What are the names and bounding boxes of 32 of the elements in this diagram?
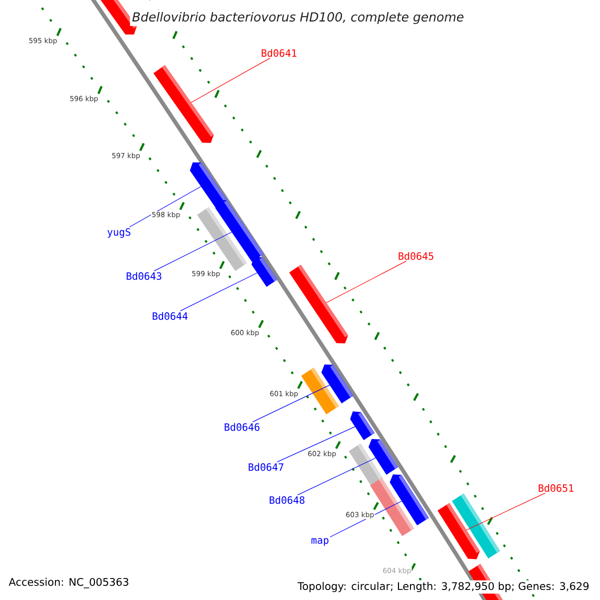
leader-line bbox=[180, 272, 258, 312]
gene-label: Bd0648 bbox=[270, 496, 304, 504]
gene-feature bbox=[251, 256, 278, 287]
leader-line bbox=[190, 58, 270, 103]
footer-text: Accession: NC_005363 bbox=[7, 576, 131, 590]
gene-feature bbox=[190, 162, 227, 208]
gene-feature bbox=[215, 200, 264, 262]
gene-label: yugS bbox=[107, 228, 130, 238]
footer-text: Topology: circular; Length: 3,782,950 bp; Genes: 3,629 bbox=[296, 580, 591, 594]
gene-feature bbox=[153, 65, 214, 143]
title: Bdellovibrio bacteriovorus HD100, complete genome bbox=[130, 10, 466, 26]
gene-label: Bd0651 bbox=[538, 484, 574, 492]
leader-line bbox=[466, 492, 546, 530]
gene-feature bbox=[438, 503, 480, 560]
leader-line bbox=[276, 426, 356, 462]
gene-label: Bd0646 bbox=[224, 423, 260, 431]
gene-label: Bd0645 bbox=[398, 252, 434, 260]
gene-label: Bd0641 bbox=[262, 49, 296, 57]
gene-feature bbox=[321, 364, 354, 404]
gene-label: map bbox=[312, 538, 328, 546]
leader-line bbox=[154, 232, 232, 272]
gene-feature bbox=[350, 411, 375, 440]
gene-feature bbox=[368, 439, 398, 475]
gene-feature bbox=[390, 474, 429, 526]
leader-line bbox=[297, 458, 376, 496]
leader-line bbox=[252, 384, 330, 422]
leader-line bbox=[129, 186, 202, 228]
gene-label: Bd0644 bbox=[152, 312, 188, 320]
gene-label: Bd0643 bbox=[126, 272, 162, 280]
gene-feature bbox=[289, 264, 348, 344]
leader-line bbox=[326, 260, 407, 304]
gene-label: Bd0647 bbox=[248, 463, 284, 471]
